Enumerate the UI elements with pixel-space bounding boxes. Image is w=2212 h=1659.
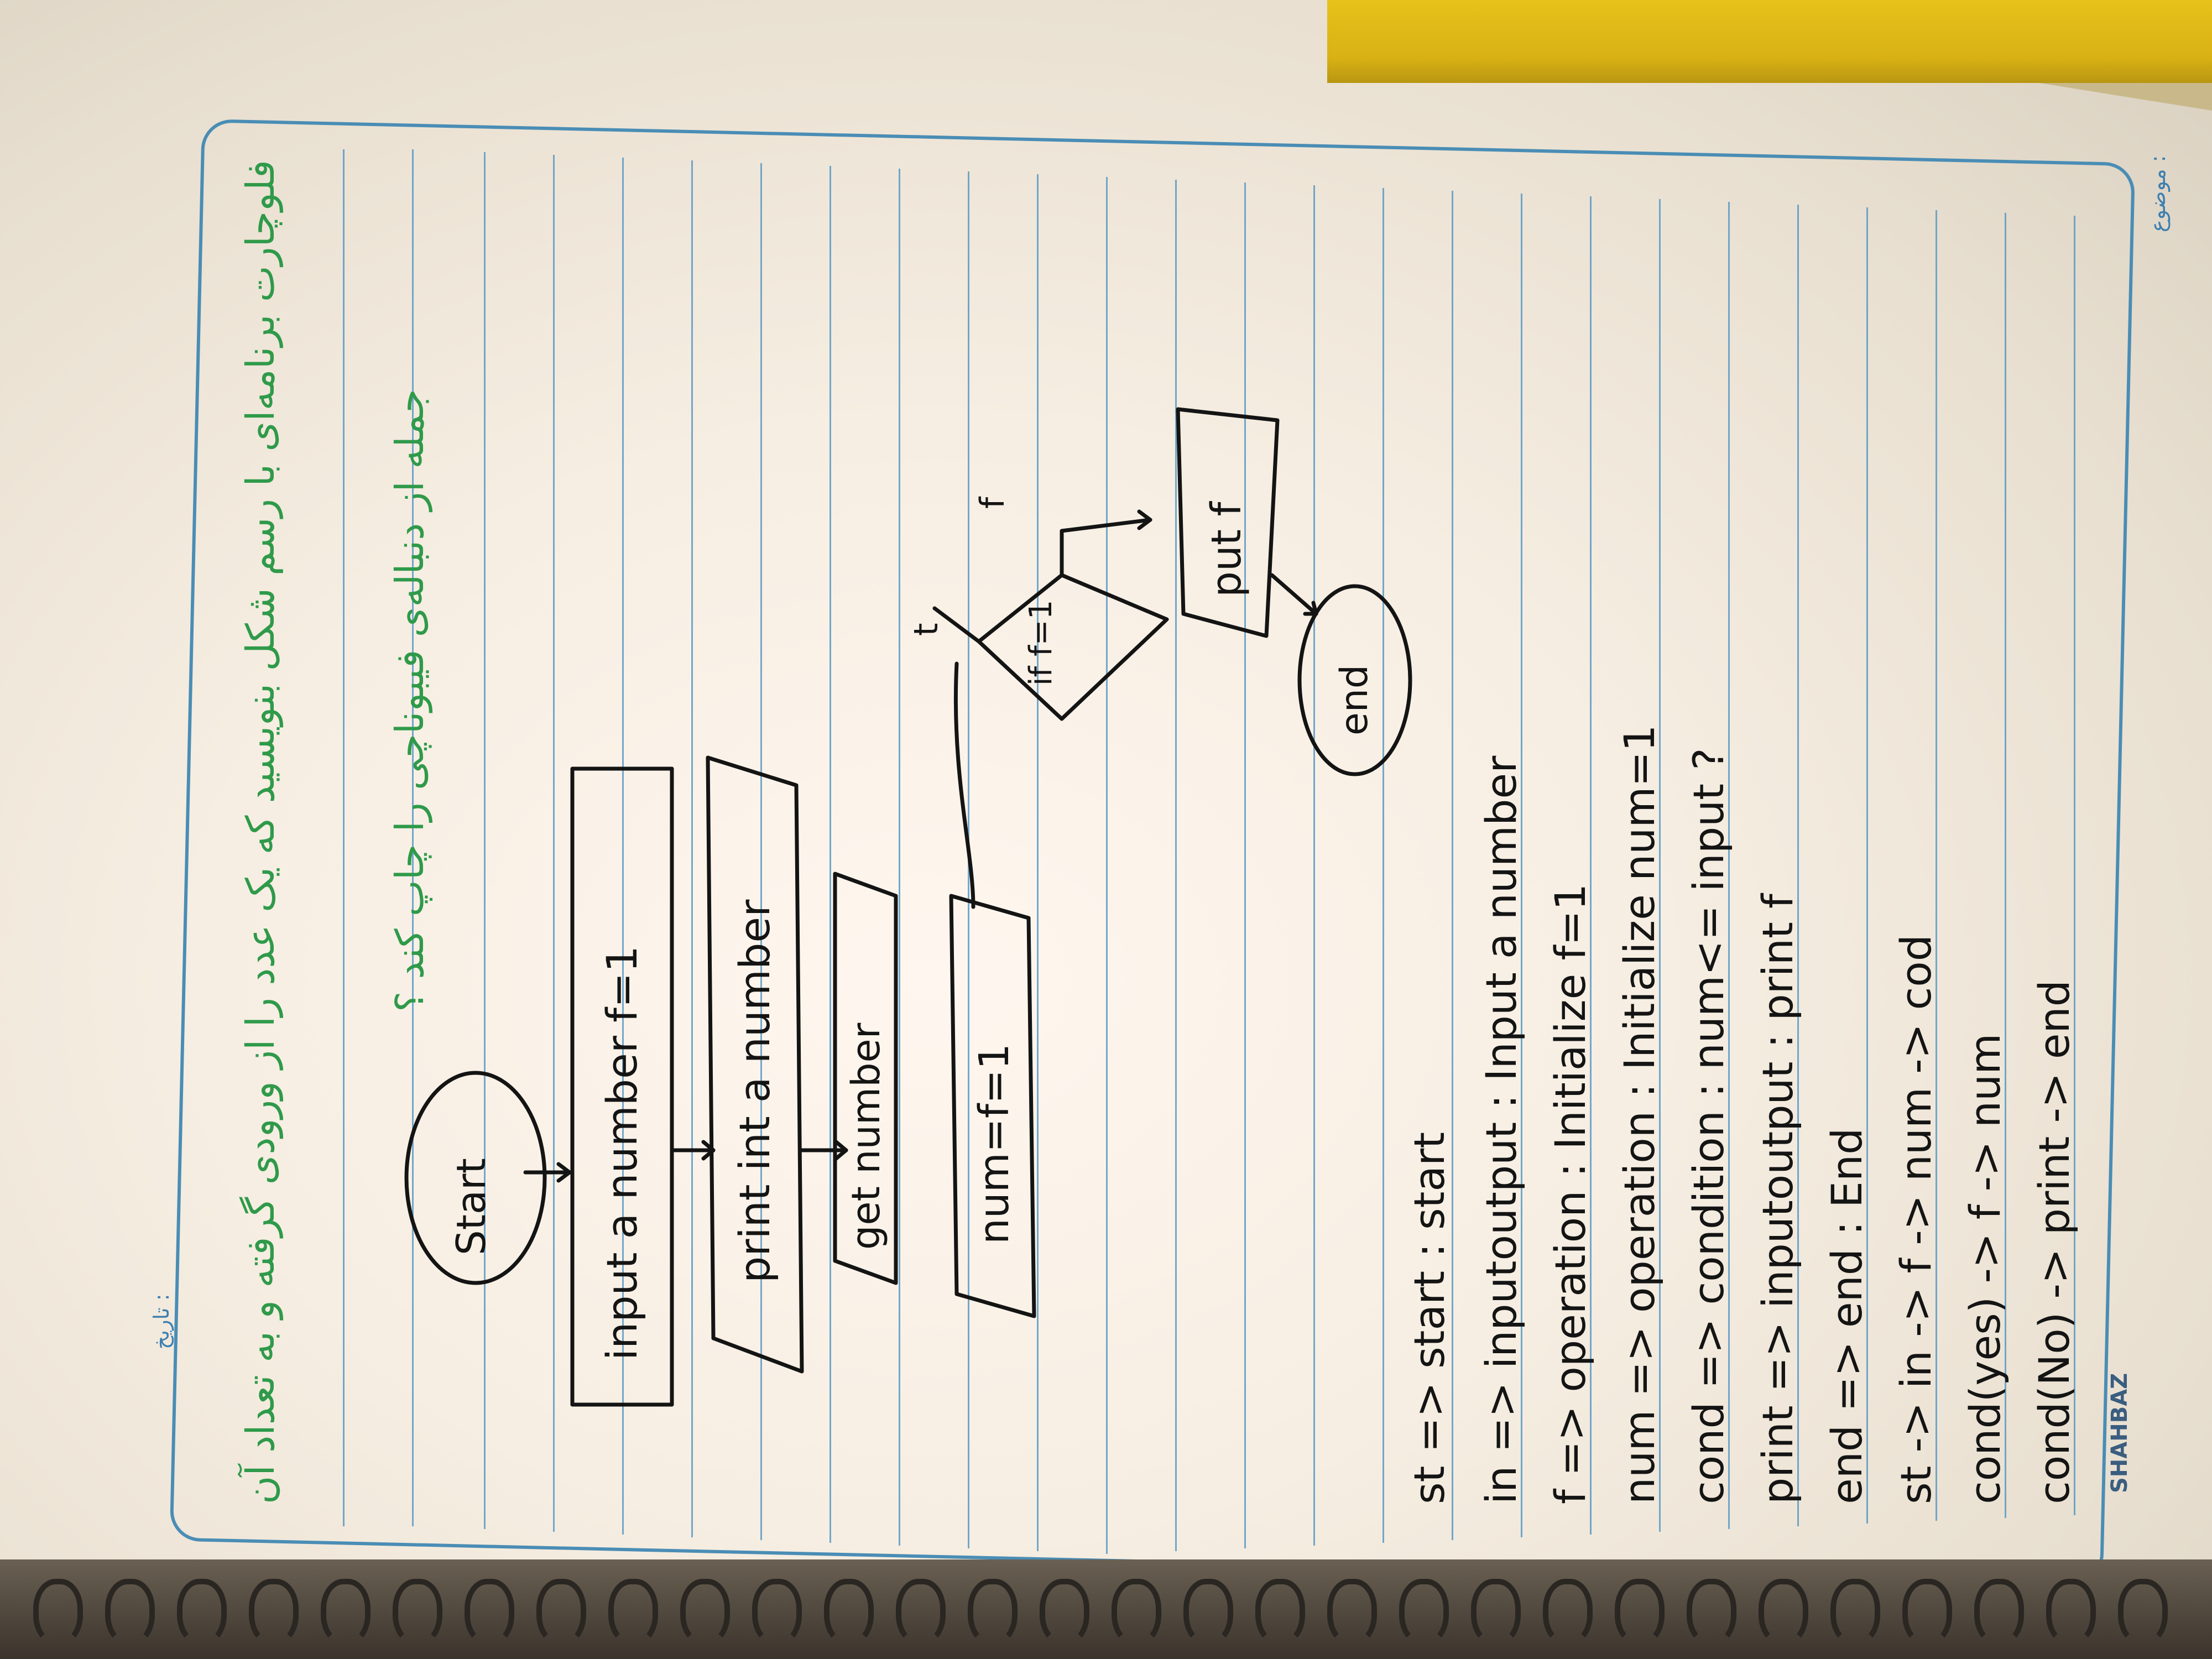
arrow-cond-output: [1060, 518, 1152, 577]
code-line-1: st => start : start: [1405, 1131, 1454, 1504]
output-label: put f: [1203, 502, 1250, 597]
code-line-10: cond(No) -> print -> end: [2030, 980, 2079, 1504]
false-label: f: [973, 497, 1012, 509]
code-line-3: f => operation : Initialize f=1: [1546, 883, 1595, 1504]
code-line-2: in => inputoutput : Input a number: [1477, 755, 1526, 1504]
code-line-7: end => end : End: [1822, 1128, 1871, 1504]
end-oval: [1297, 584, 1412, 776]
start-oval: [404, 1071, 547, 1285]
code-line-6: print => inputoutput : print f: [1753, 894, 1802, 1504]
get-label: get number: [843, 1022, 889, 1250]
cond-diamond: [977, 573, 1169, 721]
print-input-label: print int a number: [730, 899, 779, 1283]
arrow-output-end: [1270, 573, 1318, 616]
arrow-init-cond: [953, 661, 975, 909]
input-label: input a number f=1: [597, 946, 646, 1360]
code-line-9: cond(yes) -> f -> num: [1960, 1033, 2010, 1504]
cond-label: if f=1: [1023, 599, 1059, 686]
input-box: [570, 766, 674, 1407]
true-label: t: [907, 623, 946, 636]
start-label: Start: [448, 1158, 494, 1255]
code-line-5: cond => condition : num<= input ?: [1684, 748, 1733, 1504]
code-line-4: num => operation : Initialize num=1: [1615, 724, 1664, 1505]
notebook-cover: [1327, 0, 2212, 83]
output-parallelogram: [1176, 407, 1280, 638]
init-parallelogram: [949, 894, 1036, 1318]
print-parallelogram: [706, 755, 804, 1374]
get-parallelogram: [833, 872, 898, 1285]
end-label: end: [1333, 664, 1376, 735]
init-label: num=f=1: [971, 1043, 1018, 1244]
code-line-8: st -> in -> f -> num -> cod: [1891, 934, 1940, 1504]
